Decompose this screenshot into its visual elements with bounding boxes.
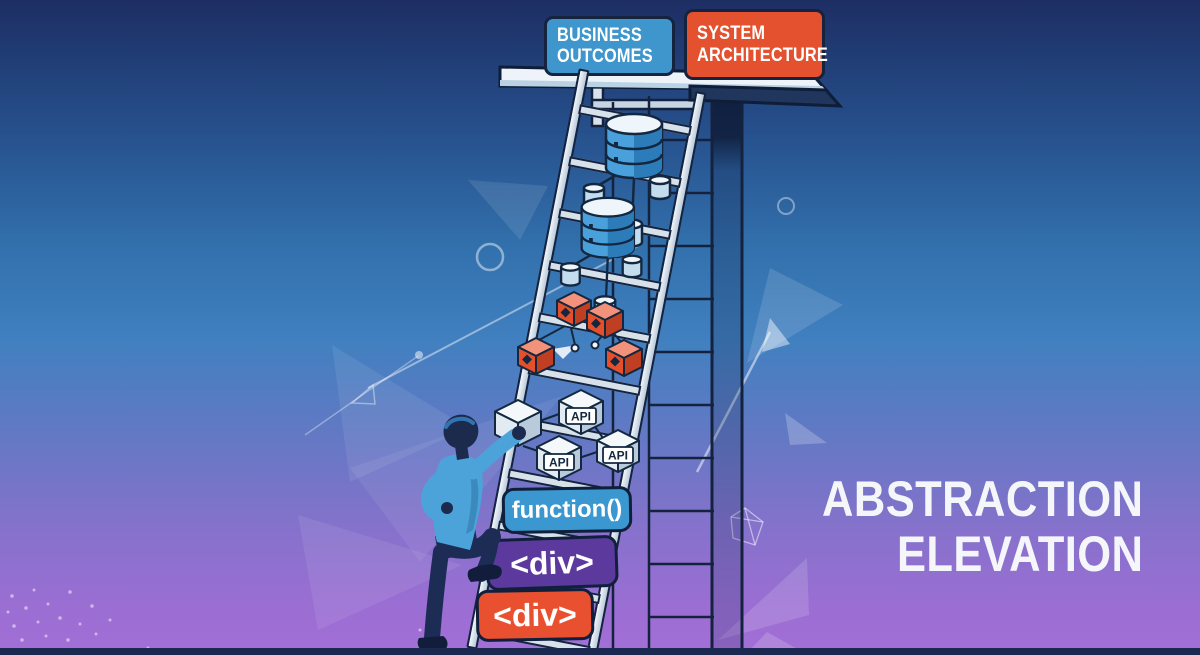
api-label: API <box>608 449 628 463</box>
sign-system-architecture: SYSTEM ARCHITECTURE <box>684 9 828 80</box>
api-cubes-icon: API API API <box>494 389 640 481</box>
sign-line: OUTCOMES <box>557 46 653 67</box>
tower-mast <box>710 84 744 652</box>
api-label: API <box>571 410 591 424</box>
person-shoe <box>417 636 448 651</box>
person-leg <box>424 544 449 646</box>
decor-circle <box>777 197 795 215</box>
decor-triangle <box>785 413 827 445</box>
module-cubes-icon <box>517 291 643 377</box>
person-shoe <box>467 564 502 582</box>
person-arm-raised <box>465 428 523 480</box>
sign-line: SYSTEM <box>697 23 766 45</box>
person-hand <box>512 426 526 440</box>
database-cluster-icon <box>582 112 672 248</box>
person-head <box>443 414 479 449</box>
decor-arrowhead <box>762 318 790 352</box>
sign-line: BUSINESS <box>557 24 642 46</box>
decor-triangle <box>332 345 468 482</box>
api-cube: API <box>596 429 640 473</box>
sign-business-outcomes: BUSINESS OUTCOMES <box>544 16 675 76</box>
decor-triangle <box>298 515 462 630</box>
person-hand-hip <box>441 502 453 514</box>
api-label: API <box>549 456 569 470</box>
decor-triangle <box>747 268 843 363</box>
caption-title: ABSTRACTION ELEVATION <box>822 472 1143 582</box>
ground-strip <box>0 648 1200 655</box>
platform-underside-wedge <box>688 84 844 108</box>
decor-circle <box>475 242 505 272</box>
api-cube: API <box>558 389 604 435</box>
api-cube: API <box>536 435 582 481</box>
caption-line1: ABSTRACTION <box>821 471 1143 527</box>
decor-dot <box>415 351 423 359</box>
sign-line: ARCHITECTURE <box>697 44 828 66</box>
caption-line2: ELEVATION <box>896 526 1143 582</box>
decor-triangle-outline <box>350 383 376 405</box>
decor-line <box>304 355 419 436</box>
person-torso-shade <box>466 468 479 534</box>
decor-triangle <box>468 180 548 240</box>
person-hair-highlight <box>444 416 475 429</box>
climbing-person <box>417 414 526 651</box>
